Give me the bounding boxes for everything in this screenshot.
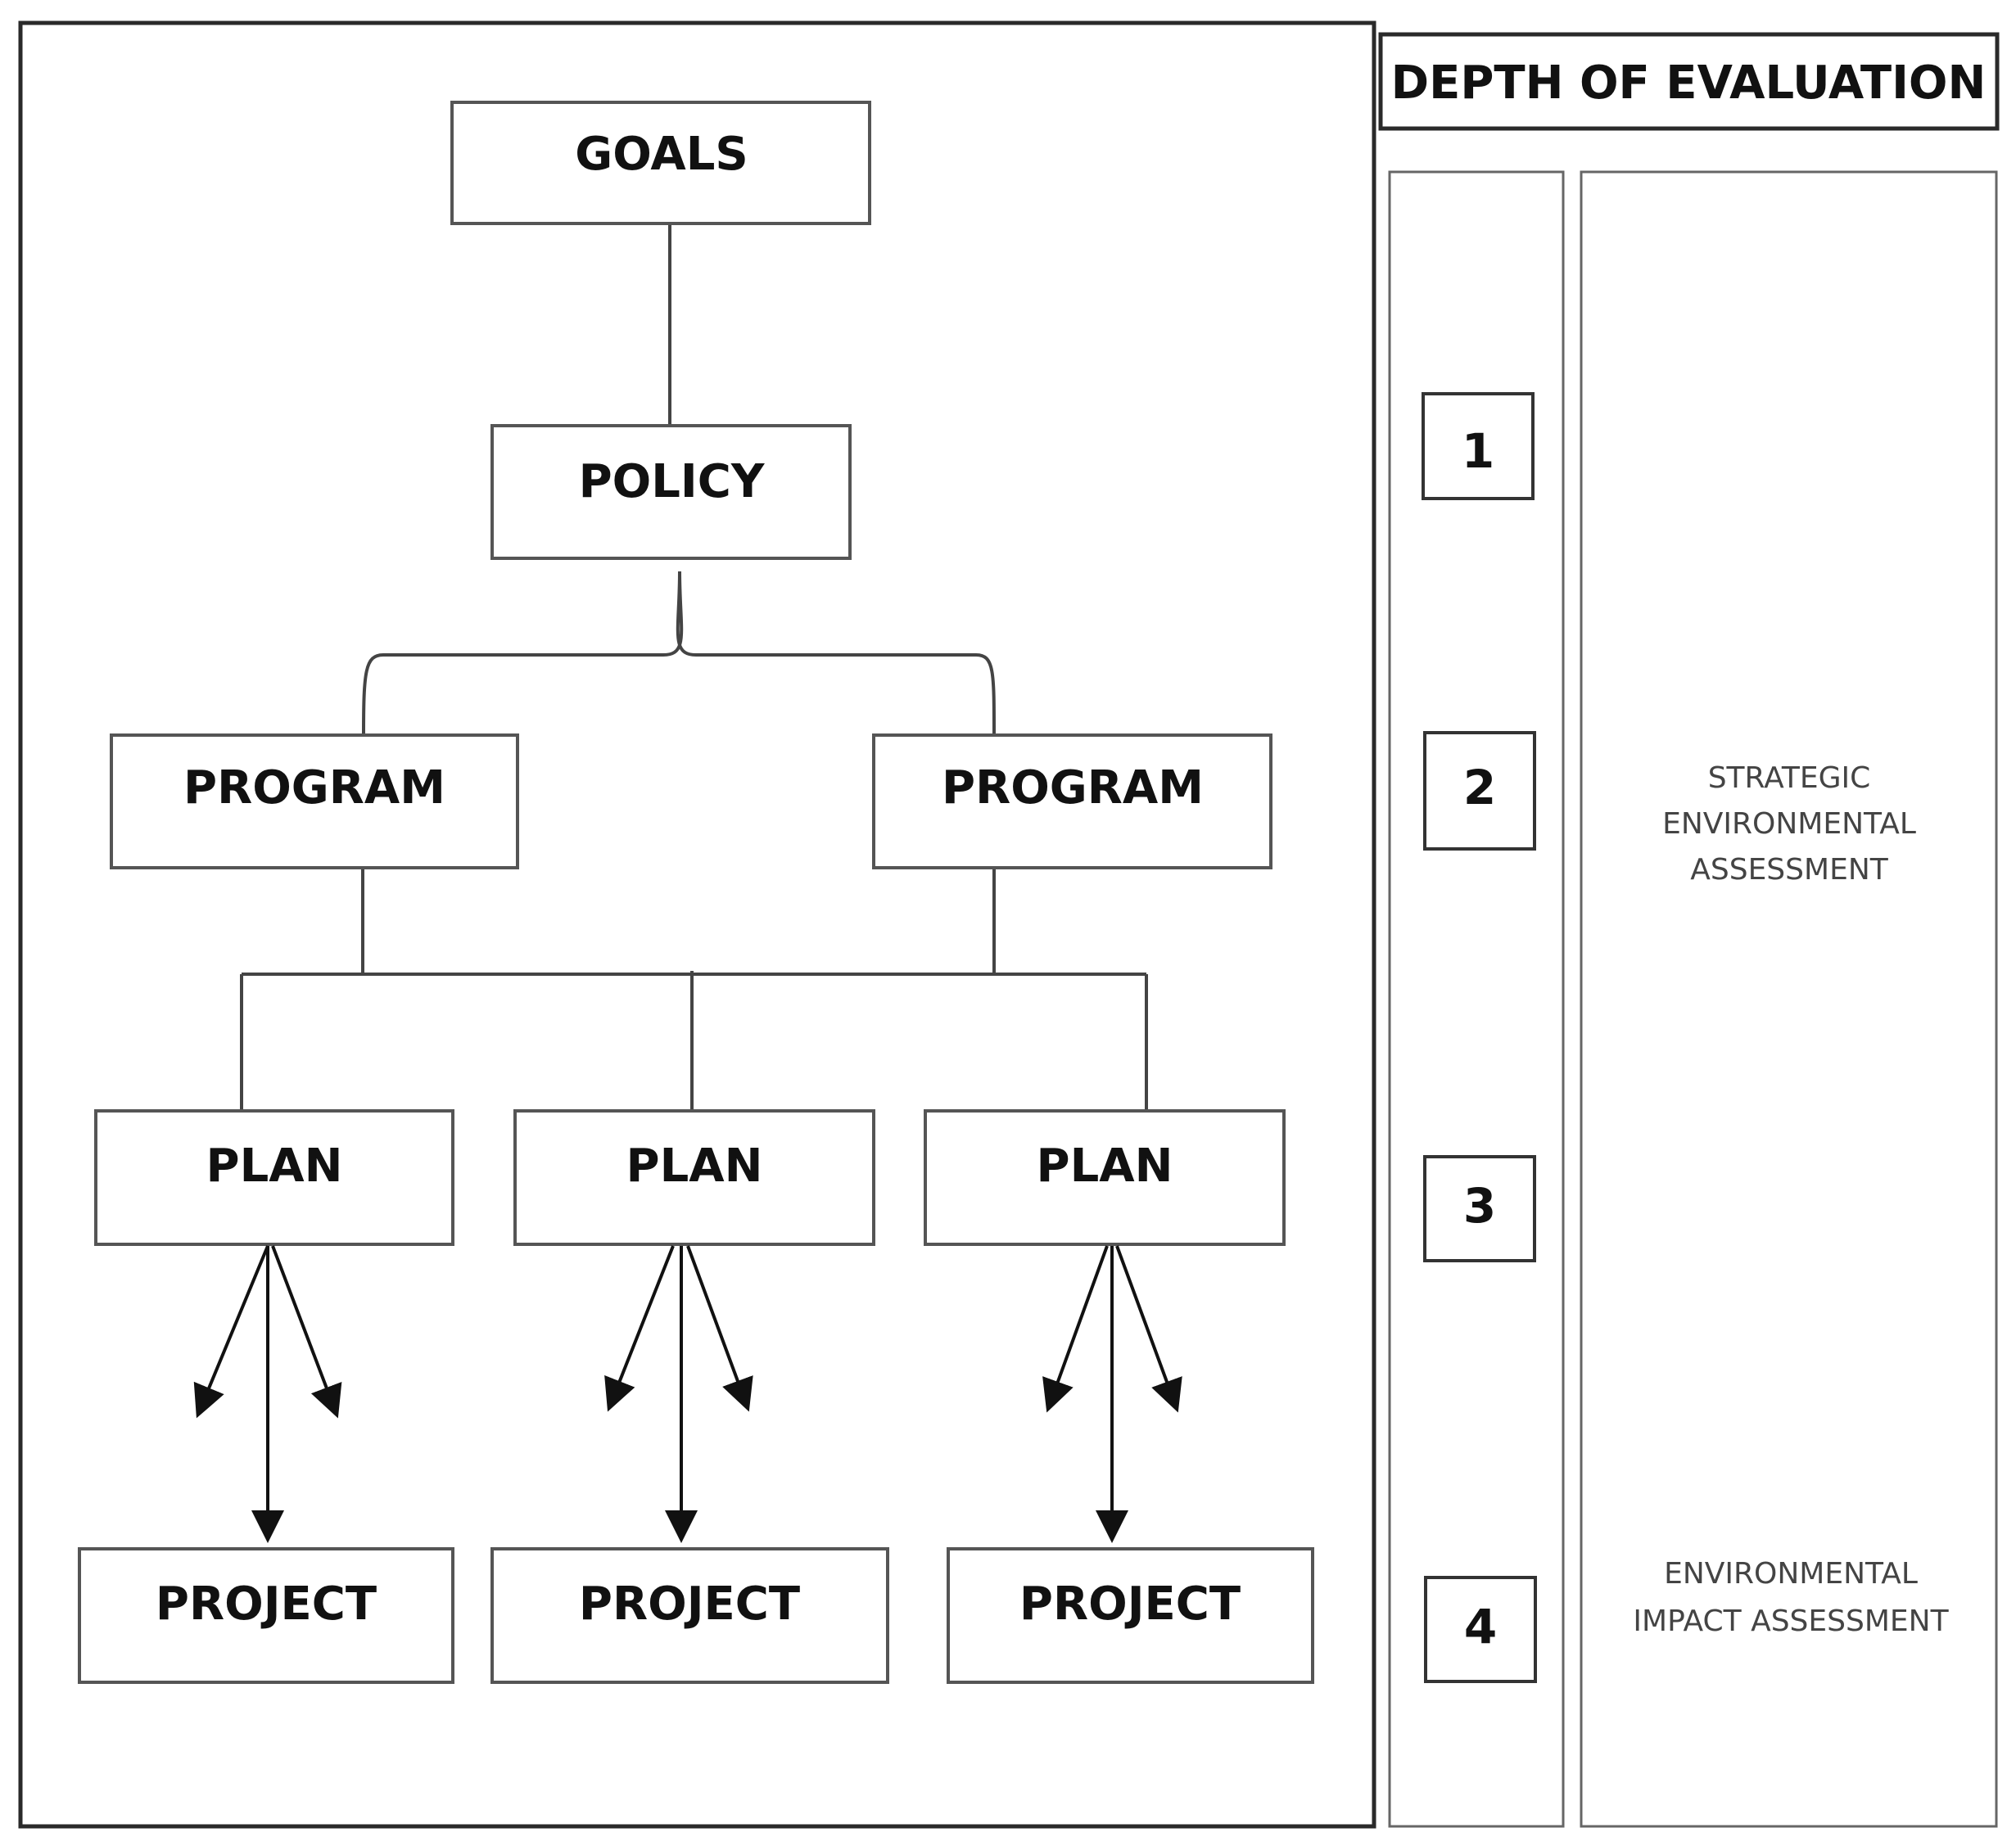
arrow-plan-middle-branch-left [604,1245,675,1412]
depth-header-box [1378,32,2000,131]
depth-level-3-box [1423,1155,1536,1262]
brace-policy-programs [362,571,996,736]
program-label-right: PROGRAM [942,761,1204,815]
project-box-left [78,1547,454,1684]
arrow-plan-left-branch-right [271,1245,342,1419]
plan-box-right [924,1109,1286,1246]
plan-label-right: PLAN [1037,1140,1173,1193]
project-label-left: PROJECT [156,1577,377,1631]
sea-label-line-2: ENVIRONMENTAL [1662,807,1916,841]
plan-label-middle: PLAN [626,1140,763,1193]
policy-label: POLICY [579,455,766,508]
depth-level-column [1388,170,1565,1828]
depth-level-4-box [1424,1576,1537,1683]
project-label-middle: PROJECT [579,1577,800,1631]
sea-label-line-3: ASSESSMENT [1690,853,1889,887]
project-box-right [947,1547,1314,1684]
program-label-left: PROGRAM [183,761,445,815]
eia-label-line-1: ENVIRONMENTAL [1664,1557,1918,1591]
policy-box [490,424,852,560]
arrow-plan-right-branch-left [1042,1245,1109,1413]
depth-level-3: 3 [1463,1178,1496,1234]
goals-label: GOALS [575,128,748,181]
hierarchy-frame [18,20,1376,1829]
project-box-middle [490,1547,889,1684]
goals-box [450,101,871,225]
plan-box-middle [513,1109,875,1246]
sea-label-line-1: STRATEGIC [1708,761,1871,795]
project-label-right: PROJECT [1019,1577,1241,1631]
depth-level-1: 1 [1462,423,1494,479]
program-box-left [110,733,519,869]
assessment-column [1580,170,1998,1828]
depth-level-2: 2 [1463,760,1496,815]
plan-box-left [94,1109,454,1246]
arrow-plan-middle-branch-right [686,1245,753,1412]
arrow-plan-right-branch-right [1115,1245,1182,1413]
plan-label-left: PLAN [206,1140,343,1193]
depth-level-2-box [1423,731,1536,851]
program-box-right [872,733,1272,869]
depth-level-1-box [1422,392,1535,500]
depth-header-title: DEPTH OF EVALUATION [1391,56,1987,110]
arrow-plan-left-branch-left [193,1245,269,1419]
eia-label-line-2: IMPACT ASSESSMENT [1633,1605,1949,1638]
depth-level-4: 4 [1464,1599,1497,1654]
